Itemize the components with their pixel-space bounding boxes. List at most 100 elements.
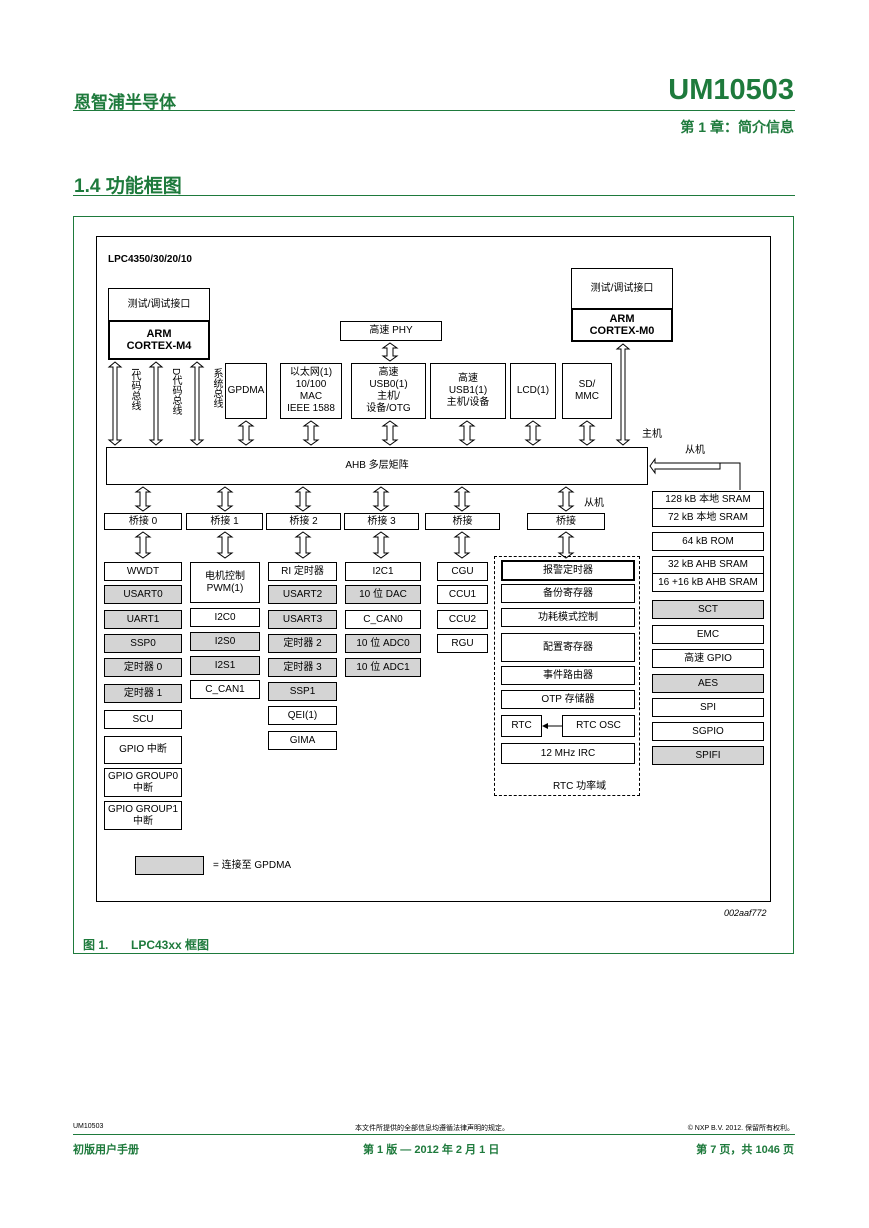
bus-arrow [453,486,471,512]
slave-connector [720,462,741,490]
legend-text: = 连接至 GPDMA [213,860,292,871]
bus-arrow [294,531,312,559]
c-can1: C_CAN1 [190,680,260,699]
document-id: UM10503 [668,74,794,106]
ri-timer: RI 定时器 [268,562,337,581]
bus-arrow [453,531,471,559]
adc1: 10 位 ADC1 [345,658,421,677]
otp-memory: OTP 存储器 [501,690,635,709]
rtc-domain-label: RTC 功率域 [553,781,607,792]
usart2: USART2 [268,585,337,604]
rgu: RGU [437,634,488,653]
i2s1: I2S1 [190,656,260,675]
m0-test-debug: 测试/调试接口 [571,268,673,310]
arm-cortex-m4: ARM CORTEX-M4 [108,320,210,360]
figure-frame [73,216,794,954]
figure-caption: LPC43xx 框图 [131,938,210,952]
motor-pwm: 电机控制 PWM(1) [190,562,260,603]
timer2: 定时器 2 [268,634,337,653]
footer-disclaimer: 本文件所提供的全部信息均遵循法律声明的规定。 [355,1125,509,1132]
slave-label-bridge: 从机 [584,498,604,509]
sdmmc-block: SD/ MMC [562,363,612,419]
i-code-bus-label: I代码总线 [129,368,140,411]
hs-gpio: 高速 GPIO [652,649,764,668]
usart0: USART0 [104,585,182,604]
slave-arrow [649,457,721,475]
bridge-2: 桥接 2 [266,513,341,530]
qei: QEI(1) [268,706,337,725]
rtc: RTC [501,715,542,737]
gpio-interrupt: GPIO 中断 [104,736,182,764]
power-mode-control: 功耗模式控制 [501,608,635,627]
i2c1: I2C1 [345,562,421,581]
bus-arrow [381,342,399,362]
m4-test-debug: 测试/调试接口 [108,288,210,322]
ahb-sram-16-16: 16 +16 kB AHB SRAM [652,573,764,592]
scu: SCU [104,710,182,729]
adc0: 10 位 ADC0 [345,634,421,653]
company-name: 恩智浦半导体 [74,93,176,112]
footer-copyright: © NXP B.V. 2012. 保留所有权利。 [687,1125,794,1132]
figure-number: 图 1. [83,938,109,952]
gpio-group0: GPIO GROUP0 中断 [104,768,182,797]
bus-arrow [372,486,390,512]
bridge-3: 桥接 3 [344,513,419,530]
bridge-5: 桥接 [527,513,605,530]
gpio-group1: GPIO GROUP1 中断 [104,801,182,830]
irc-12mhz: 12 MHz IRC [501,743,635,764]
cgu: CGU [437,562,488,581]
backup-registers: 备份寄存器 [501,584,635,603]
arm-cortex-m0: ARM CORTEX-M0 [571,308,673,342]
rtc-power-domain [494,556,640,796]
emc: EMC [652,625,764,644]
chip-boundary [96,236,771,902]
chapter-title: 第 1 章：简介信息 [680,119,794,135]
gima: GIMA [268,731,337,750]
event-router: 事件路由器 [501,666,635,685]
uart1: UART1 [104,610,182,629]
timer1: 定时器 1 [104,684,182,703]
footer-rule [73,1134,795,1135]
local-sram-128: 128 kB 本地 SRAM [652,491,764,509]
spi: SPI [652,698,764,717]
ethernet-block: 以太网(1) 10/100 MAC IEEE 1588 [280,363,342,419]
bus-arrow [216,531,234,559]
ccu2: CCU2 [437,610,488,629]
bus-arrow [237,420,255,446]
ssp1: SSP1 [268,682,337,701]
master-label: 主机 [642,429,662,440]
alarm-timer: 报警定时器 [501,560,635,581]
wwdt: WWDT [104,562,182,581]
bus-arrow [134,486,152,512]
ccu1: CCU1 [437,585,488,604]
usb0-block: 高速 USB0(1) 主机/ 设备/OTG [351,363,426,419]
bus-arrow [107,361,123,446]
bus-arrow [294,486,312,512]
bus-arrow [381,420,399,446]
spifi: SPIFI [652,746,764,765]
c-can0: C_CAN0 [345,610,421,629]
timer3: 定时器 3 [268,658,337,677]
bus-arrow [458,420,476,446]
system-bus-label: 系统总线 [211,368,222,408]
config-registers: 配置寄存器 [501,633,635,662]
lcd-block: LCD(1) [510,363,556,419]
footer-manual: 初版用户手册 [73,1144,139,1156]
rtc-osc: RTC OSC [562,715,635,737]
sct: SCT [652,600,764,619]
timer0: 定时器 0 [104,658,182,677]
ahb-matrix: AHB 多层矩阵 [106,447,648,485]
bridge-0: 桥接 0 [104,513,182,530]
bridge-4: 桥接 [425,513,500,530]
slave-label-right: 从机 [685,445,705,456]
section-title: 1.4 功能框图 [74,176,182,197]
i2c0: I2C0 [190,608,260,627]
footer-edition: 第 1 版 — 2012 年 2 月 1 日 [363,1144,500,1156]
bus-arrow [148,361,164,446]
footer-page: 第 7 页，共 1046 页 [696,1144,794,1156]
bus-arrow [557,486,575,512]
ahb-sram-32: 32 kB AHB SRAM [652,556,764,574]
dac: 10 位 DAC [345,585,421,604]
bus-arrow [578,420,596,446]
